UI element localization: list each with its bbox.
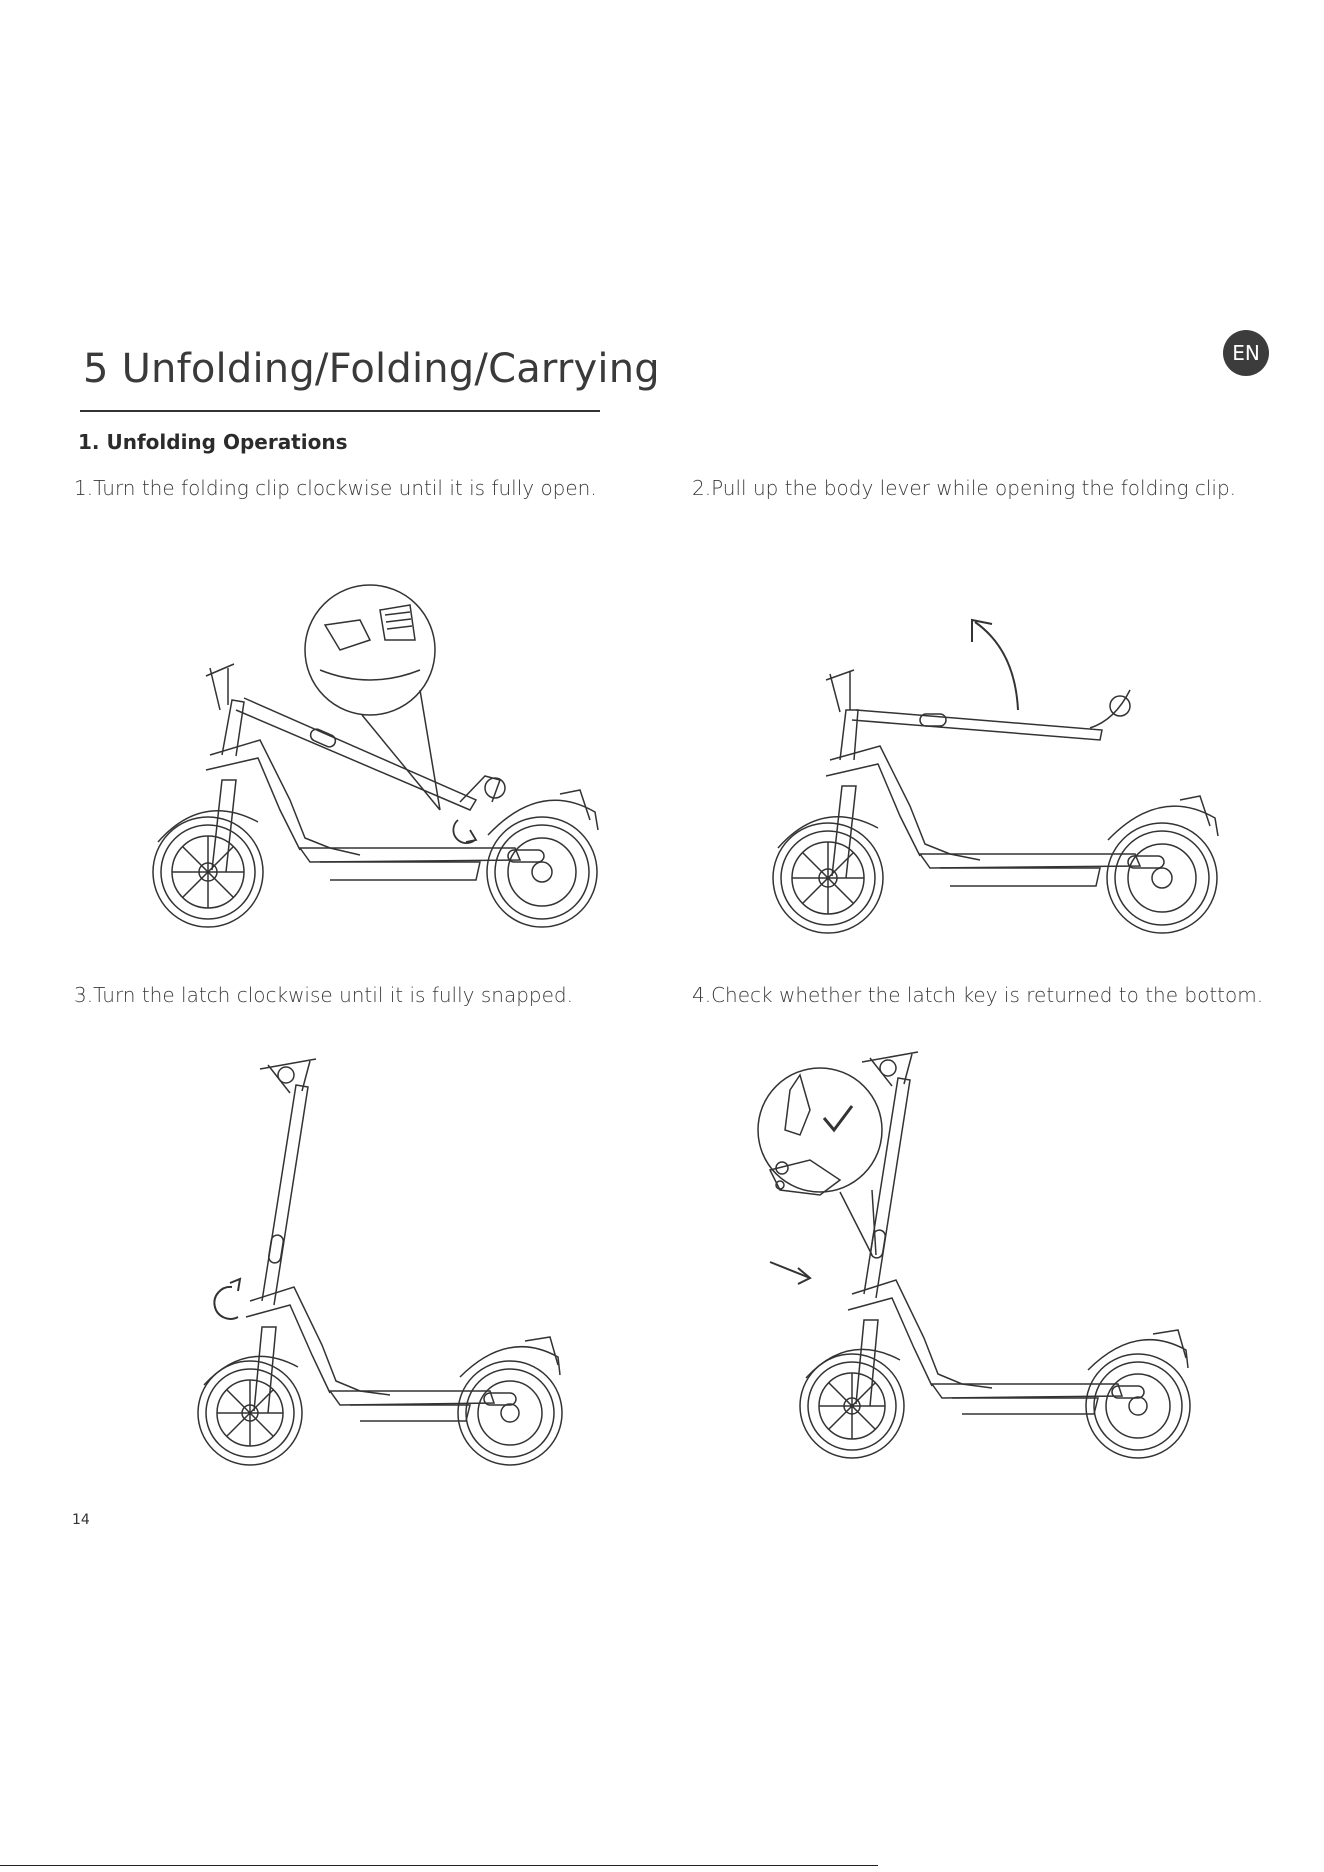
step-4-illustration [740,1050,1200,1470]
bottom-divider [0,1865,878,1866]
section-title: 5 Unfolding/Folding/Carrying [83,346,660,392]
step-1-illustration [140,580,610,940]
page-number: 14 [72,1512,90,1528]
step-2-caption: 2.Pull up the body lever while opening t… [692,476,1236,500]
step-2-illustration [760,610,1230,940]
language-badge: EN [1223,330,1269,376]
step-4-caption: 4.Check whether the latch key is returne… [692,983,1263,1007]
subsection-title: 1. Unfolding Operations [78,430,347,454]
step-3-illustration [190,1055,590,1475]
step-3-caption: 3.Turn the latch clockwise until it is f… [74,983,573,1007]
step-1-caption: 1.Turn the folding clip clockwise until … [74,476,597,500]
title-underline [80,410,600,412]
